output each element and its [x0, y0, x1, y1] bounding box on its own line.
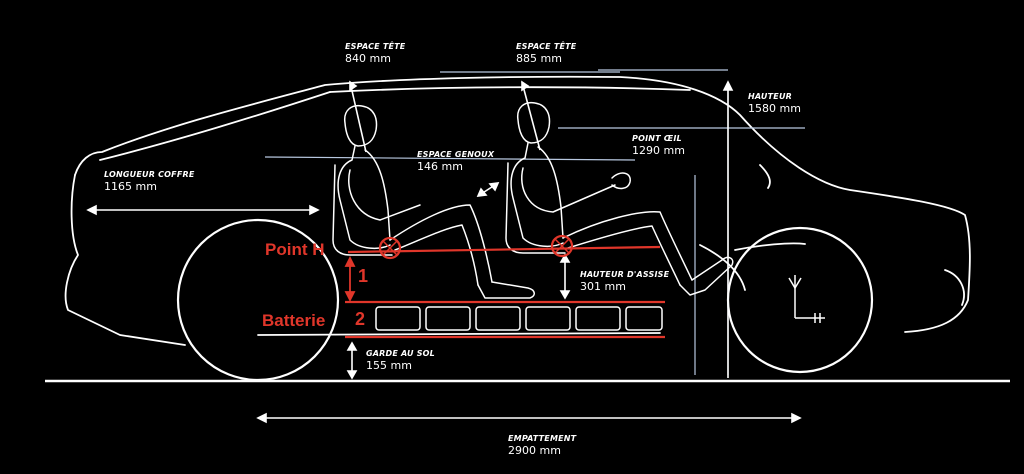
- knee-room-title: ESPACE GENOUX: [417, 150, 495, 159]
- knee-room-label: ESPACE GENOUX 146 mm: [417, 150, 494, 174]
- eye-point-label: POINT ŒIL 1290 mm: [632, 134, 685, 158]
- seated-passenger-figure: [332, 104, 535, 299]
- marker-1: 1: [358, 266, 369, 286]
- headroom-front-label: ESPACE TÊTE 885 mm: [516, 42, 576, 66]
- headroom-rear-value: 840 mm: [345, 52, 391, 65]
- trunk-length-label: LONGUEUR COFFRE 1165 mm: [104, 170, 195, 194]
- h-point-rear: [378, 236, 402, 260]
- wheel-rear: [176, 218, 340, 382]
- seat-height-label: HAUTEUR D'ASSISE 301 mm: [580, 270, 669, 294]
- wheelbase-value: 2900 mm: [508, 444, 561, 457]
- seated-driver-figure: [505, 101, 734, 296]
- height-title: HAUTEUR: [748, 92, 793, 101]
- car-silhouette: [64, 75, 971, 346]
- dimension-arrows: [86, 80, 802, 424]
- axis-icon: [788, 275, 825, 323]
- ground-clearance-title: GARDE AU SOL: [366, 349, 435, 358]
- knee-room-value: 146 mm: [417, 160, 463, 173]
- eye-point-value: 1290 mm: [632, 144, 685, 157]
- marker-1-arrow: [344, 255, 356, 303]
- seat-height-value: 301 mm: [580, 280, 626, 293]
- wheel-front: [726, 226, 874, 374]
- battery-cells: [375, 306, 663, 331]
- height-value: 1580 mm: [748, 102, 801, 115]
- marker-2: 2: [355, 309, 366, 329]
- accent-lines: [345, 234, 665, 339]
- headroom-front-arrow: [521, 81, 541, 151]
- ground-clearance-value: 155 mm: [366, 359, 412, 372]
- eye-point-title: POINT ŒIL: [632, 134, 682, 143]
- batterie-label: Batterie: [262, 311, 326, 330]
- headroom-rear-label: ESPACE TÊTE 840 mm: [345, 42, 405, 66]
- ground-clearance-label: GARDE AU SOL 155 mm: [366, 349, 435, 373]
- headroom-rear-title: ESPACE TÊTE: [345, 42, 406, 51]
- point-h-label: Point H: [265, 240, 325, 259]
- trunk-length-value: 1165 mm: [104, 180, 157, 193]
- h-point-front: [550, 234, 574, 258]
- seat-height-title: HAUTEUR D'ASSISE: [580, 270, 670, 279]
- headroom-rear-arrow: [349, 81, 367, 153]
- trunk-length-title: LONGUEUR COFFRE: [104, 170, 195, 179]
- height-label: HAUTEUR 1580 mm: [748, 92, 801, 116]
- headroom-front-title: ESPACE TÊTE: [516, 42, 577, 51]
- wheelbase-label: EMPATTEMENT 2900 mm: [508, 434, 576, 458]
- headroom-front-value: 885 mm: [516, 52, 562, 65]
- wheelbase-title: EMPATTEMENT: [508, 434, 577, 443]
